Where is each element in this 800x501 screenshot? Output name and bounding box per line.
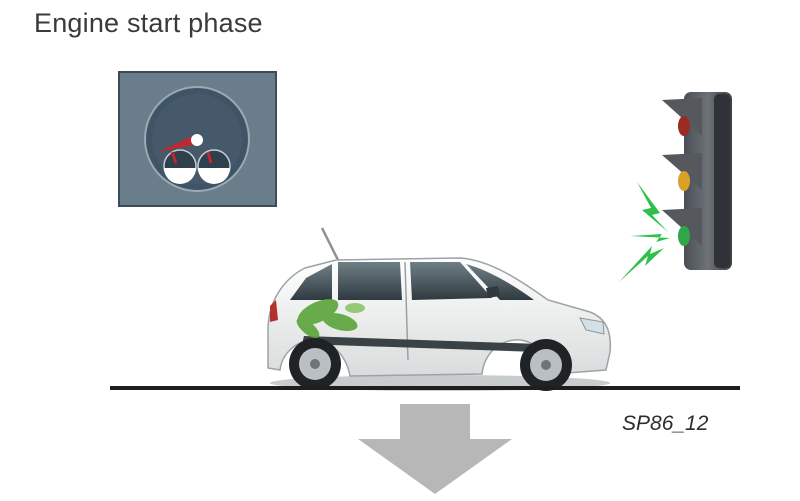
green-signal: [678, 226, 690, 246]
figure-code: SP86_12: [622, 412, 709, 435]
diagram-title: Engine start phase: [34, 8, 263, 38]
traffic-light-icon: [619, 92, 732, 282]
red-signal: [678, 116, 690, 136]
green-flash-icon: [619, 182, 670, 282]
sub-dial-right: [197, 149, 231, 184]
sub-dial-left: [163, 149, 197, 184]
amber-signal: [678, 171, 690, 191]
gauge-needle: [158, 136, 198, 152]
engine-gauge-icon: [118, 71, 277, 207]
rear-wheel: [289, 338, 341, 390]
car-icon: [267, 227, 612, 391]
road-line: [110, 386, 740, 390]
arrow-down-icon: [358, 404, 512, 494]
front-wheel: [520, 339, 572, 391]
leaf-decal: [296, 299, 365, 339]
